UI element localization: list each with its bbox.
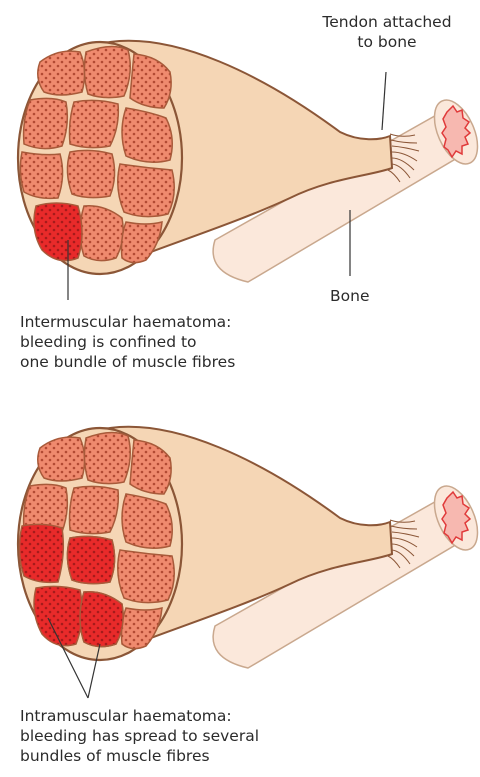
caption-line: bleeding is confined to — [20, 332, 235, 352]
bleeding-bundle — [34, 586, 82, 645]
diagram-intramuscular — [18, 427, 480, 698]
tendon-label: Tendon attached to bone — [302, 12, 472, 52]
tendon-label-line2: to bone — [302, 32, 472, 52]
caption-line: bundles of muscle fibres — [20, 746, 259, 766]
caption-line: bleeding has spread to several — [20, 726, 259, 746]
bleeding-bundle — [34, 203, 82, 261]
bleeding-bundle — [67, 536, 114, 583]
intermuscular-caption: Intermuscular haematoma: bleeding is con… — [20, 312, 235, 372]
bone-label: Bone — [330, 286, 369, 306]
caption-line: one bundle of muscle fibres — [20, 352, 235, 372]
diagram-intermuscular — [18, 41, 480, 300]
intramuscular-caption: Intramuscular haematoma: bleeding has sp… — [20, 706, 259, 766]
caption-line: Intermuscular haematoma: — [20, 312, 235, 332]
tendon-label-line1: Tendon attached — [302, 12, 472, 32]
bleeding-bundle — [19, 524, 63, 582]
caption-line: Intramuscular haematoma: — [20, 706, 259, 726]
bleeding-bundle — [80, 592, 123, 647]
